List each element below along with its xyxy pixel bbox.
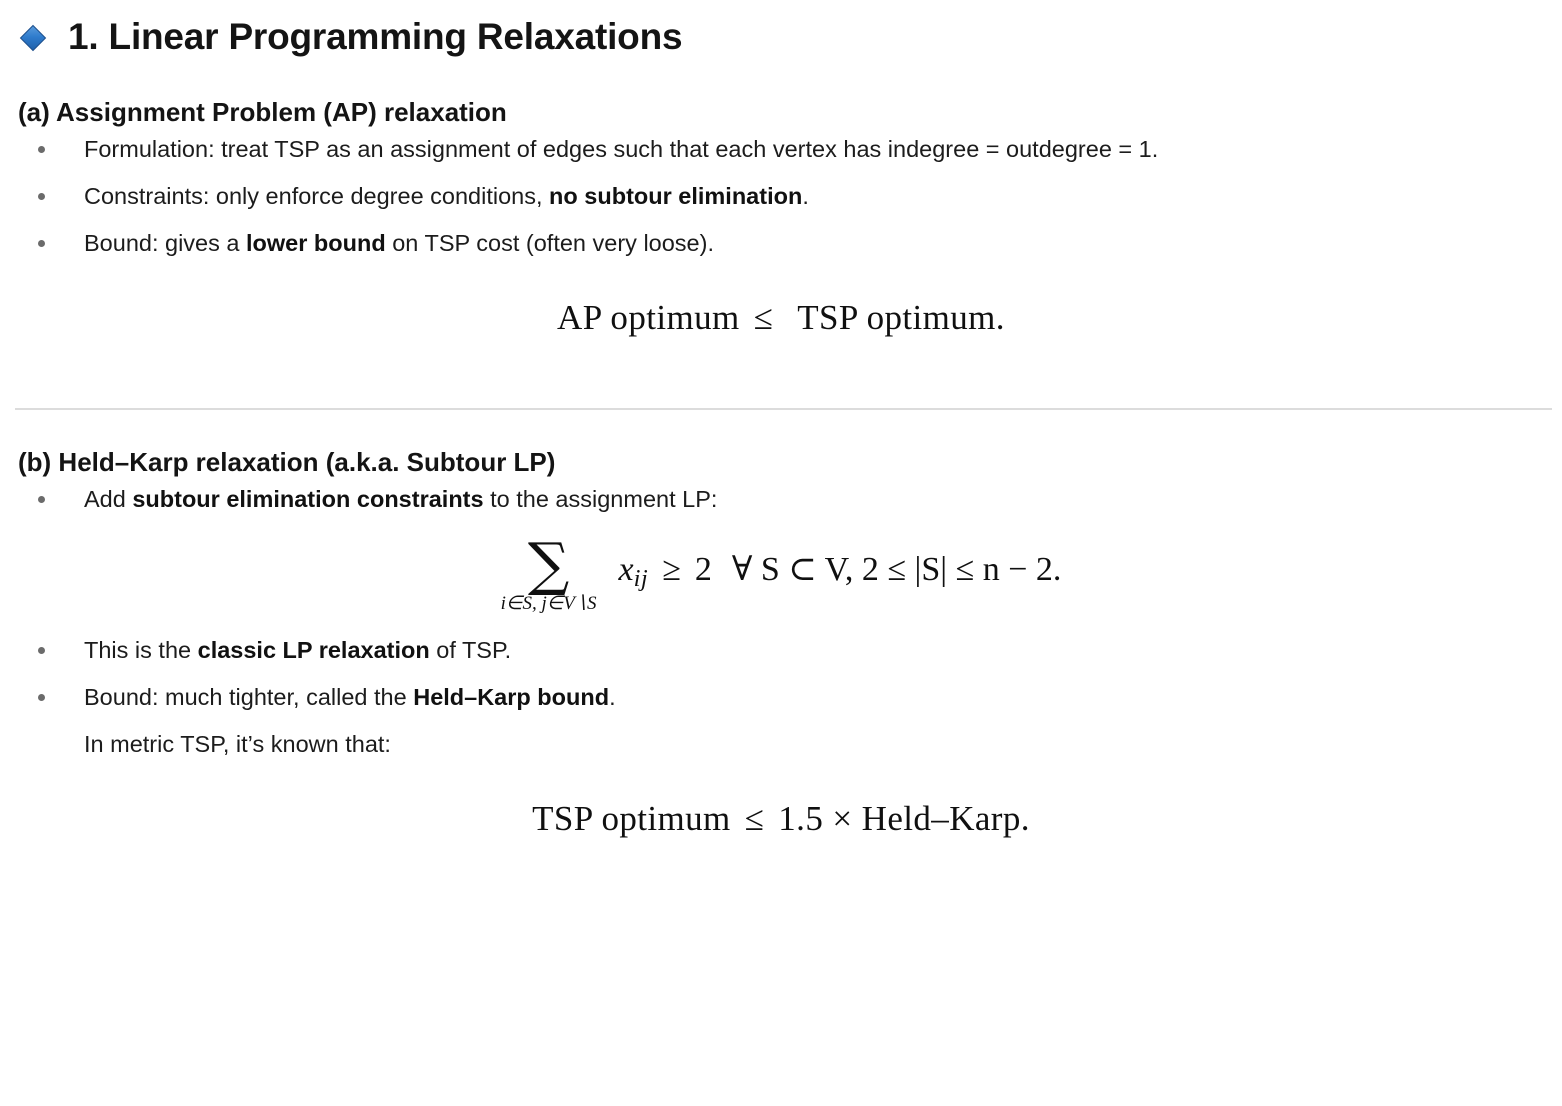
equation-relation: ≤	[753, 298, 774, 338]
metric-tsp-note: In metric TSP, it’s known that:	[84, 731, 391, 758]
bullet-dot-icon	[38, 694, 45, 702]
variable-x: x	[618, 551, 634, 589]
list-item-text: Add subtour elimination constraints to t…	[84, 486, 718, 513]
list-item: Bound: gives a lower bound on TSP cost (…	[0, 224, 1562, 262]
document-page: 1. Linear Programming Relaxations (a) As…	[0, 0, 1562, 857]
equation-lhs: TSP optimum	[532, 799, 731, 839]
bullet-dot-icon	[38, 496, 45, 504]
bullet-dot-icon	[38, 146, 45, 154]
page-title-text: 1. Linear Programming Relaxations	[68, 16, 683, 57]
equation-rhs: 1.5 × Held–Karp.	[778, 799, 1030, 839]
page-title: 1. Linear Programming Relaxations	[0, 0, 1562, 60]
equation-tsp-vs-heldkarp: TSP optimum ≤1.5 × Held–Karp.	[0, 763, 1562, 857]
bullet-dot-icon	[38, 646, 45, 654]
blue-diamond-icon	[18, 23, 48, 53]
summation-condition: ∀ S ⊂ V, 2 ≤ |S| ≤ n − 2.	[731, 551, 1062, 589]
summation-operator: ∑ i∈S, j∈V∖S	[500, 530, 597, 614]
summation-index: i∈S, j∈V∖S	[500, 592, 597, 614]
list-item-text: Bound: much tighter, called the Held–Kar…	[84, 684, 616, 711]
section-b-heading: (b) Held–Karp relaxation (a.k.a. Subtour…	[18, 447, 556, 478]
summation-rhs: 2	[694, 551, 712, 589]
section-a-heading: (a) Assignment Problem (AP) relaxation	[18, 97, 507, 128]
summation-body: xij ≥2 ∀ S ⊂ V, 2 ≤ |S| ≤ n − 2.	[619, 540, 1062, 592]
section-b-bullet-list-bottom: This is the classic LP relaxation of TSP…	[0, 631, 1562, 716]
list-item: Formulation: treat TSP as an assignment …	[0, 130, 1562, 168]
equation-lhs: AP optimum	[557, 298, 740, 338]
section-divider	[15, 408, 1552, 411]
list-item: Bound: much tighter, called the Held–Kar…	[0, 678, 1562, 716]
sigma-icon: ∑	[527, 530, 570, 599]
list-item: This is the classic LP relaxation of TSP…	[0, 631, 1562, 669]
bullet-dot-icon	[38, 193, 45, 201]
section-a-bullet-list: Formulation: treat TSP as an assignment …	[0, 130, 1562, 262]
list-item: Constraints: only enforce degree conditi…	[0, 177, 1562, 215]
list-item-text: This is the classic LP relaxation of TSP…	[84, 636, 512, 663]
list-item-text: Constraints: only enforce degree conditi…	[84, 183, 809, 210]
equation-subtour-elimination: ∑ i∈S, j∈V∖S xij ≥2 ∀ S ⊂ V, 2 ≤ |S| ≤ n −…	[0, 518, 1562, 631]
equation-ap-vs-tsp: AP optimum ≤ TSP optimum.	[0, 262, 1562, 368]
list-item: Add subtour elimination constraints to t…	[0, 480, 1562, 518]
equation-relation: ≤	[744, 799, 765, 839]
summation-relation: ≥	[662, 551, 681, 589]
section-b-bullet-list-top: Add subtour elimination constraints to t…	[0, 480, 1562, 518]
bullet-dot-icon	[38, 240, 45, 248]
list-item-text: Formulation: treat TSP as an assignment …	[84, 136, 1159, 163]
equation-rhs: TSP optimum.	[797, 298, 1005, 338]
variable-x-subscript: ij	[633, 565, 649, 593]
summation-expression: ∑ i∈S, j∈V∖S xij ≥2 ∀ S ⊂ V, 2 ≤ |S| ≤ n −…	[500, 530, 1062, 614]
list-item-text: Bound: gives a lower bound on TSP cost (…	[84, 230, 714, 257]
